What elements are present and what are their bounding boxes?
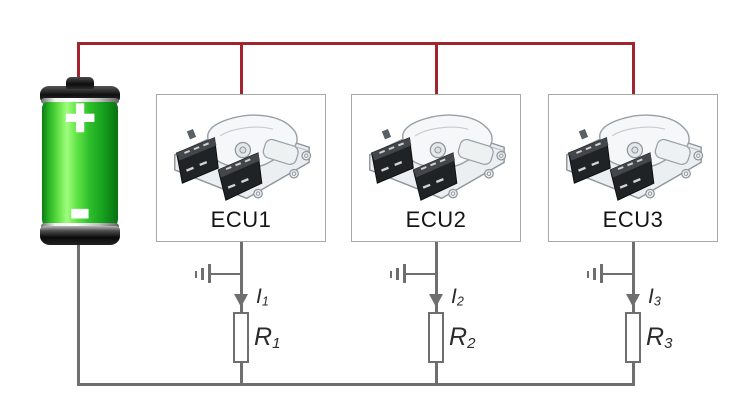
return-wire-battery-drop xyxy=(77,244,80,385)
battery-positive-label: + xyxy=(64,89,97,147)
battery-negative-label: - xyxy=(69,177,91,240)
ecu-module-image xyxy=(360,98,512,204)
resistor-symbol xyxy=(625,312,641,363)
ecu-label: ECU2 xyxy=(405,207,467,232)
current-arrow-icon xyxy=(626,294,640,307)
branch-ecu2: I2 R2 xyxy=(376,242,496,384)
battery-terminal xyxy=(66,77,94,89)
ground-bar-short xyxy=(390,271,392,278)
ecu-label: ECU3 xyxy=(602,207,664,232)
ground-bar-short xyxy=(195,271,197,278)
resistor-label: R3 xyxy=(646,323,673,353)
ecu-label: ECU1 xyxy=(210,207,272,232)
current-arrow-icon xyxy=(429,294,443,307)
ground-bar-long xyxy=(600,264,603,283)
ground-bar-mid xyxy=(201,268,204,280)
battery-top-rim xyxy=(41,98,119,104)
ecu-module-image xyxy=(557,98,709,204)
supply-wire-drop-ecu1 xyxy=(240,42,243,95)
branch-ecu3: I3 R3 xyxy=(573,242,693,384)
ecu3-box: ECU3 xyxy=(548,94,718,242)
ground-symbol-icon xyxy=(406,272,436,275)
resistor-label: R1 xyxy=(254,323,281,353)
current-label: I3 xyxy=(648,285,661,309)
return-wire-horizontal xyxy=(77,383,635,386)
resistor-symbol xyxy=(233,312,249,363)
branch-ecu1: I1 R1 xyxy=(181,242,301,384)
ecu2-box: ECU2 xyxy=(351,94,521,242)
ground-symbol-icon xyxy=(603,272,633,275)
ground-bar-mid xyxy=(593,268,596,280)
ecu1-box: ECU1 xyxy=(156,94,326,242)
ground-symbol-icon xyxy=(211,272,241,275)
current-arrow-icon xyxy=(234,294,248,307)
ground-bar-long xyxy=(208,264,211,283)
ground-bar-short xyxy=(587,271,589,278)
supply-wire-drop-ecu2 xyxy=(435,42,438,95)
battery-body xyxy=(42,102,118,226)
ecu-module-image xyxy=(165,98,317,204)
battery: + - xyxy=(40,77,120,247)
battery-bottom-cap xyxy=(40,226,120,245)
current-label: I2 xyxy=(451,285,464,309)
supply-wire-horizontal xyxy=(77,42,635,45)
resistor-label: R2 xyxy=(449,323,476,353)
current-label: I1 xyxy=(256,285,269,309)
resistor-symbol xyxy=(428,312,444,363)
supply-wire-battery-drop xyxy=(77,42,80,80)
ground-bar-mid xyxy=(396,268,399,280)
ground-bar-long xyxy=(403,264,406,283)
supply-wire-drop-ecu3 xyxy=(632,42,635,95)
